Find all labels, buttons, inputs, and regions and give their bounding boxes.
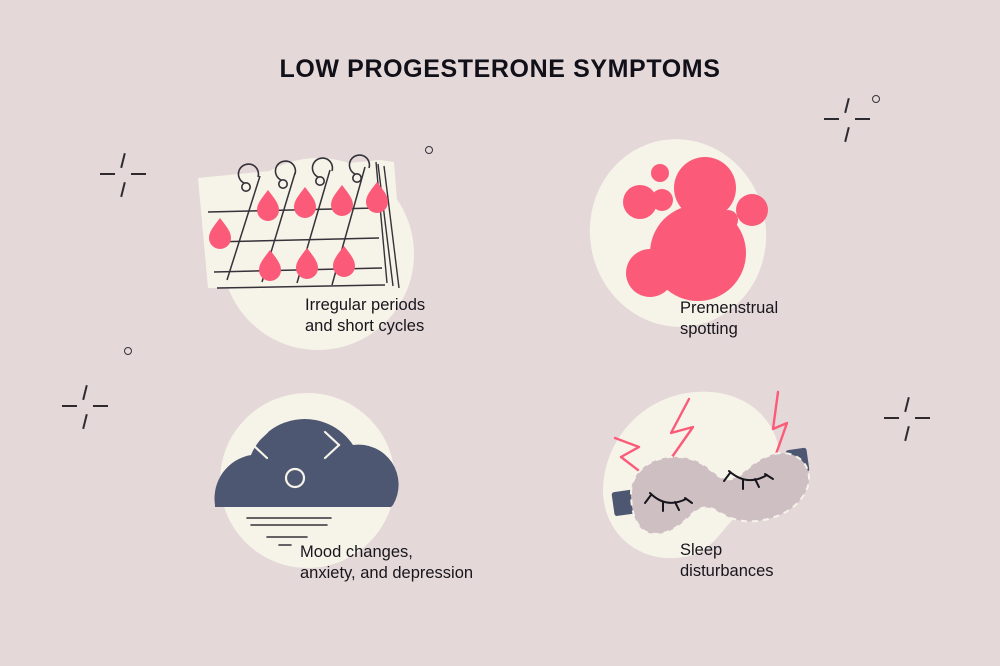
sparkle-decoration-icon: [100, 152, 146, 198]
sad-rain-cloud-icon: [214, 419, 399, 546]
page-title: LOW PROGESTERONE SYMPTOMS: [279, 55, 721, 83]
card-premenstrual-spotting: Premenstrual spotting: [580, 139, 910, 360]
blood-spots-icon: [589, 139, 768, 327]
sleep-mask-icon: [603, 390, 810, 559]
card-label-irregular-periods: Irregular periods and short cycles: [305, 296, 426, 335]
dot-decoration-icon: [872, 95, 880, 103]
card-sleep-disturbances: Sleep disturbances: [595, 385, 925, 600]
menstrual-calendar-icon: [198, 154, 404, 292]
card-label-sleep-disturbances: Sleep disturbances: [680, 541, 774, 580]
card-label-mood-changes: Mood changes, anxiety, and depression: [300, 543, 474, 582]
card-label-premenstrual-spotting: Premenstrual spotting: [680, 299, 779, 338]
sparkle-decoration-icon: [824, 97, 870, 143]
sparkle-decoration-icon: [884, 396, 930, 442]
card-irregular-periods: Irregular periods and short cycles: [180, 140, 510, 360]
dot-decoration-icon: [124, 347, 132, 355]
sparkle-decoration-icon: [62, 384, 108, 430]
dot-decoration-icon: [425, 146, 433, 154]
card-mood-changes: Mood changes, anxiety, and depression: [205, 385, 545, 600]
